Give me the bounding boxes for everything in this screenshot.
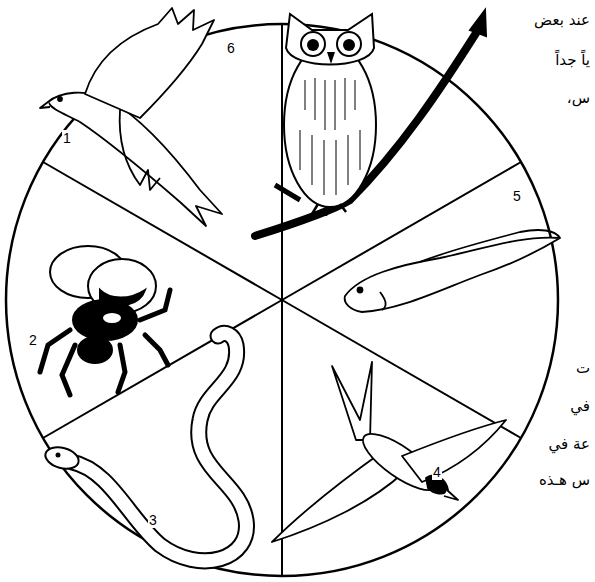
beetle-figure: [40, 246, 170, 395]
text-fragment: س هـذه: [538, 472, 591, 489]
eagle-beak: [40, 102, 50, 108]
owl-eye: [301, 32, 325, 56]
callout-number: 1: [62, 130, 72, 146]
branch: [255, 30, 478, 236]
eel-fin: [420, 230, 560, 262]
owl-feet: [312, 204, 346, 216]
snake-eye: [56, 453, 61, 458]
eel-eye: [358, 288, 363, 293]
eel-figure: [345, 230, 560, 312]
swallow-wing: [402, 420, 506, 482]
text-fragment: عند بعض: [533, 12, 591, 29]
snake-body-outline: [72, 333, 246, 560]
eagle-wing-far: [120, 110, 160, 190]
snake-head: [43, 444, 81, 472]
snake-figure: [43, 333, 246, 560]
text-fragment: عة في: [548, 436, 591, 453]
eel-gill: [380, 292, 386, 310]
owl-eye: [337, 32, 361, 56]
text-fragment: س،: [566, 90, 591, 107]
beetle-legs: [40, 290, 170, 395]
text-fragment: ياً جداً: [554, 52, 591, 69]
swallow-beak: [444, 490, 458, 500]
beetle-thorax: [73, 300, 137, 340]
beetle-spot: [102, 312, 122, 324]
callout-number: 5: [512, 188, 522, 204]
owl-body: [284, 43, 376, 207]
wheel: [6, 24, 558, 576]
owl-head: [286, 14, 374, 65]
divider-line: [282, 300, 521, 438]
twig: [275, 185, 300, 200]
owl-beak: [327, 52, 335, 64]
branch-tip: [470, 10, 486, 36]
text-fragment: ت: [575, 360, 591, 377]
callout-number: 2: [28, 332, 38, 348]
swallow-tail: [332, 362, 372, 440]
swallow-figure: [272, 362, 506, 542]
owl-pupil: [343, 39, 355, 51]
eagle-figure: [40, 8, 222, 226]
owl-feathers: [300, 78, 360, 195]
eagle-wing: [85, 8, 214, 118]
owl-pupil: [307, 39, 319, 51]
text-fragment: في: [569, 398, 591, 415]
owl-figure: [255, 10, 486, 236]
eel-body: [345, 238, 560, 312]
callout-number: 6: [226, 40, 236, 56]
wheel-circle: [6, 24, 558, 576]
snake-body: [72, 333, 246, 560]
divider-line: [281, 24, 283, 300]
eagle-eye: [58, 97, 62, 101]
callout-number: 3: [148, 512, 158, 528]
callout-number: 4: [432, 464, 442, 480]
divider-line: [43, 300, 282, 438]
beetle-head: [78, 337, 112, 363]
